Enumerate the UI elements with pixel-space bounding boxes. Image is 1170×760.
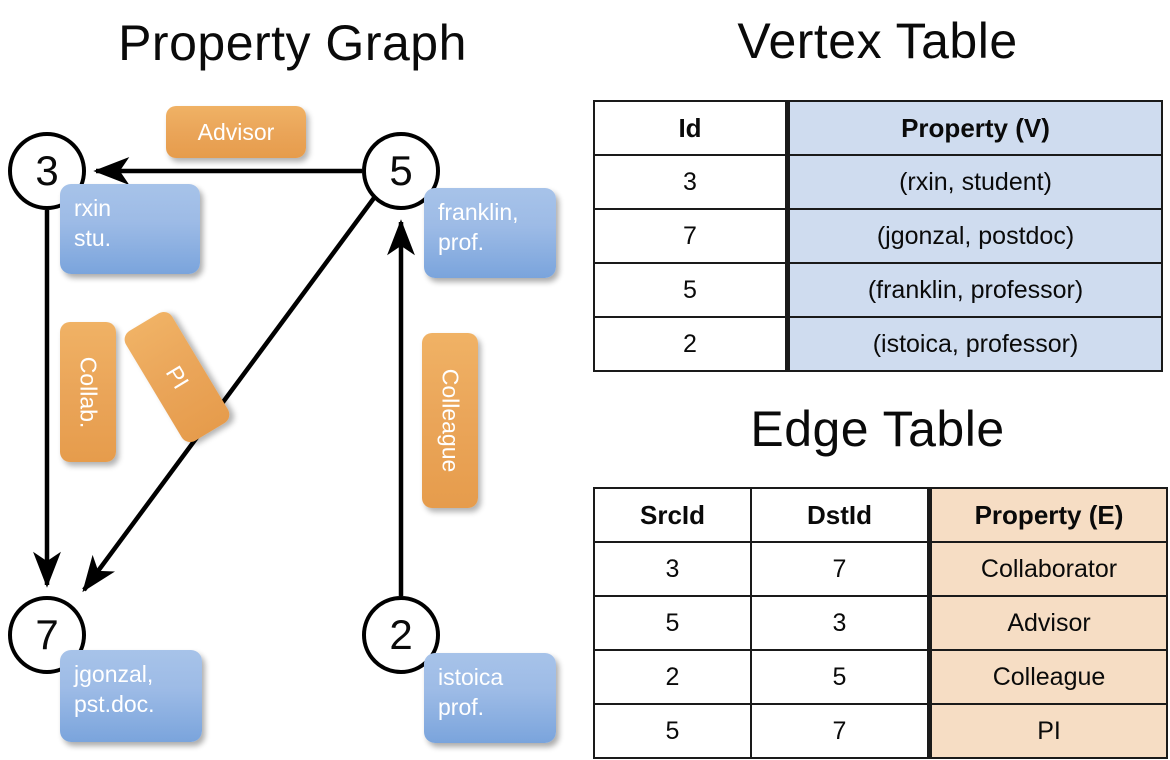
- edge-label-text-collab: Collab.: [75, 356, 102, 428]
- edge-cell-dstid: 3: [750, 595, 931, 651]
- page-title-property-graph: Property Graph: [118, 15, 467, 71]
- vertex-cell-property: (franklin, professor): [785, 262, 1163, 318]
- edge-cell-dstid: 5: [750, 649, 931, 705]
- table-row: 5 (franklin, professor): [593, 262, 1163, 318]
- property-graph-diagram: 3 5 7 2 rxin stu. franklin, prof. jgonza…: [8, 106, 556, 743]
- edge-cell-dstid: 7: [750, 541, 931, 597]
- vertex-cell-property: (jgonzal, postdoc): [785, 208, 1163, 264]
- edge-table-header-dstid: DstId: [750, 487, 931, 543]
- vertex-property-badge-istoica: istoica prof.: [424, 653, 556, 743]
- table-row: 5 3 Advisor: [593, 595, 1168, 651]
- edge-table: SrcId DstId Property (E) 3 7 Collaborato…: [593, 487, 1168, 759]
- edge-cell-dstid: 7: [750, 703, 931, 759]
- vertex-table-header-row: Id Property (V): [593, 100, 1163, 156]
- table-row: 2 5 Colleague: [593, 649, 1168, 705]
- edge-cell-srcid: 5: [593, 703, 752, 759]
- edge-cell-property: Collaborator: [927, 541, 1168, 597]
- vertex-cell-id: 5: [593, 262, 789, 318]
- edge-cell-srcid: 5: [593, 595, 752, 651]
- page-title-edge-table: Edge Table: [750, 401, 1005, 457]
- edge-label-text-colleague: Colleague: [437, 368, 464, 473]
- edge-label-text-advisor: Advisor: [197, 118, 275, 145]
- vertex-cell-id: 7: [593, 208, 789, 264]
- edge-cell-srcid: 2: [593, 649, 752, 705]
- vertex-table: Id Property (V) 3 (rxin, student) 7 (jgo…: [593, 100, 1163, 372]
- page-title-vertex-table: Vertex Table: [737, 13, 1018, 69]
- edge-label-text-pi: PI: [160, 360, 195, 393]
- graph-node-5[interactable]: 5: [362, 132, 440, 210]
- vertex-cell-property: (istoica, professor): [785, 316, 1163, 372]
- table-row: 7 (jgonzal, postdoc): [593, 208, 1163, 264]
- edge-cell-srcid: 3: [593, 541, 752, 597]
- vertex-table-header-property: Property (V): [785, 100, 1163, 156]
- edge-cell-property: Advisor: [927, 595, 1168, 651]
- table-row: 5 7 PI: [593, 703, 1168, 759]
- edge-label-badge-collab: Collab.: [60, 322, 116, 462]
- table-row: 3 7 Collaborator: [593, 541, 1168, 597]
- edge-table-header-srcid: SrcId: [593, 487, 752, 543]
- edge-label-badge-colleague: Colleague: [422, 333, 478, 508]
- vertex-property-badge-jgonzal: jgonzal, pst.doc.: [60, 650, 202, 742]
- edge-cell-property: Colleague: [927, 649, 1168, 705]
- vertex-table-header-id: Id: [593, 100, 789, 156]
- vertex-property-badge-franklin: franklin, prof.: [424, 188, 556, 278]
- graph-node-2[interactable]: 2: [362, 596, 440, 674]
- edge-label-badge-advisor: Advisor: [166, 106, 306, 158]
- vertex-cell-property: (rxin, student): [785, 154, 1163, 210]
- graph-edge-lines: [33, 157, 415, 596]
- vertex-property-badge-rxin: rxin stu.: [60, 184, 200, 274]
- vertex-cell-id: 2: [593, 316, 789, 372]
- table-row: 3 (rxin, student): [593, 154, 1163, 210]
- edge-table-header-property: Property (E): [927, 487, 1168, 543]
- edge-line-5-to-7: [82, 196, 376, 593]
- edge-table-header-row: SrcId DstId Property (E): [593, 487, 1168, 543]
- vertex-cell-id: 3: [593, 154, 789, 210]
- table-row: 2 (istoica, professor): [593, 316, 1163, 372]
- edge-cell-property: PI: [927, 703, 1168, 759]
